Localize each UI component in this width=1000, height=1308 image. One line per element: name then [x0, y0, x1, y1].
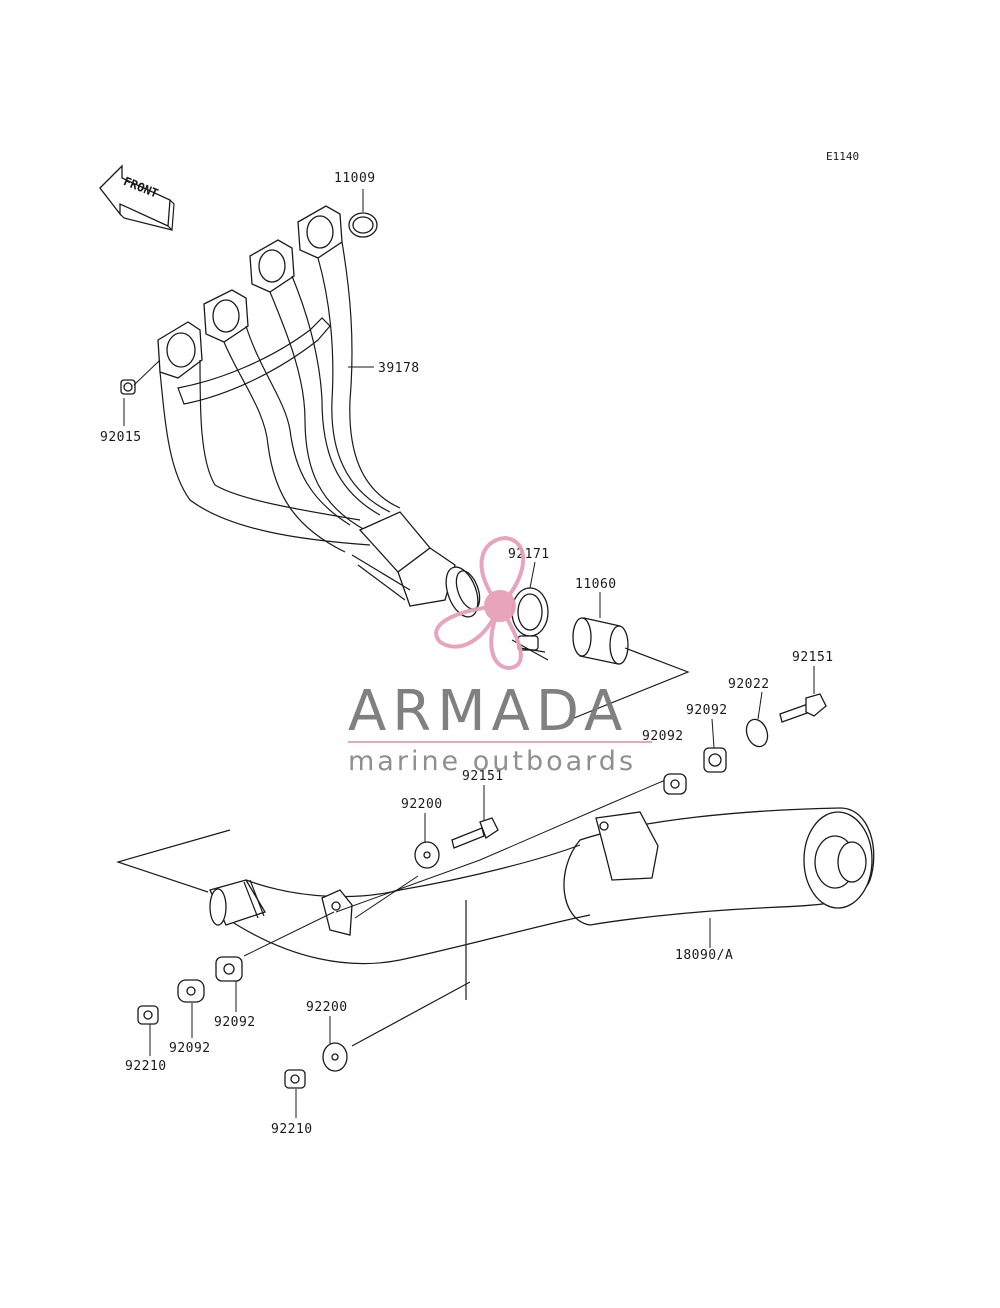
- part-label-92171: 92171: [508, 547, 550, 562]
- part-label-92015: 92015: [100, 430, 142, 445]
- bushing-upper-left-drawing: [663, 773, 687, 795]
- diagram-code: E1140: [826, 150, 859, 163]
- part-label-39178: 39178: [378, 361, 420, 376]
- watermark-title: ARMADA: [348, 679, 628, 744]
- part-label-92200-upper: 92200: [401, 797, 443, 812]
- flange-1: [157, 321, 203, 379]
- bushing-lower-right-drawing: [215, 956, 243, 982]
- part-label-92210-lower: 92210: [271, 1122, 313, 1137]
- part-label-92151-middle: 92151: [462, 769, 504, 784]
- nut-92015-drawing: [120, 379, 136, 395]
- part-label-18090a: 18090/A: [675, 948, 733, 963]
- flange-3: [249, 239, 295, 293]
- part-label-11060: 11060: [575, 577, 617, 592]
- part-label-92210-left: 92210: [125, 1059, 167, 1074]
- bolt-middle-drawing: [451, 817, 499, 849]
- propeller-logo-icon: [434, 535, 526, 671]
- clamp-drawing: [511, 587, 549, 661]
- part-label-92092-lower-right: 92092: [214, 1015, 256, 1030]
- washer-92022-drawing: [745, 718, 769, 748]
- flange-4: [297, 205, 343, 259]
- header-pipe-drawing: [157, 205, 481, 618]
- part-label-92200-lower: 92200: [306, 1000, 348, 1015]
- part-label-92092-upper-left: 92092: [642, 729, 684, 744]
- watermark: ARMADA marine outboards: [348, 535, 652, 777]
- part-label-92151-upper: 92151: [792, 650, 834, 665]
- nut-left-drawing: [137, 1005, 159, 1025]
- washer-lower-drawing: [322, 1042, 348, 1072]
- bushing-lower-left-drawing: [177, 979, 205, 1003]
- part-label-92022: 92022: [728, 677, 770, 692]
- front-arrow-icon: FRONT: [99, 164, 175, 232]
- part-label-11009: 11009: [334, 171, 376, 186]
- nut-lower-drawing: [284, 1069, 306, 1089]
- flange-2: [203, 289, 249, 343]
- muffler-drawing: [209, 807, 875, 965]
- sleeve-drawing: [572, 617, 629, 665]
- part-label-92092-lower-left: 92092: [169, 1041, 211, 1056]
- bolt-upper-drawing: [779, 693, 827, 723]
- bushing-upper-right-drawing: [703, 747, 727, 773]
- part-label-92092-upper-right: 92092: [686, 703, 728, 718]
- washer-upper-drawing: [414, 841, 440, 869]
- watermark-subtitle: marine outboards: [348, 746, 636, 777]
